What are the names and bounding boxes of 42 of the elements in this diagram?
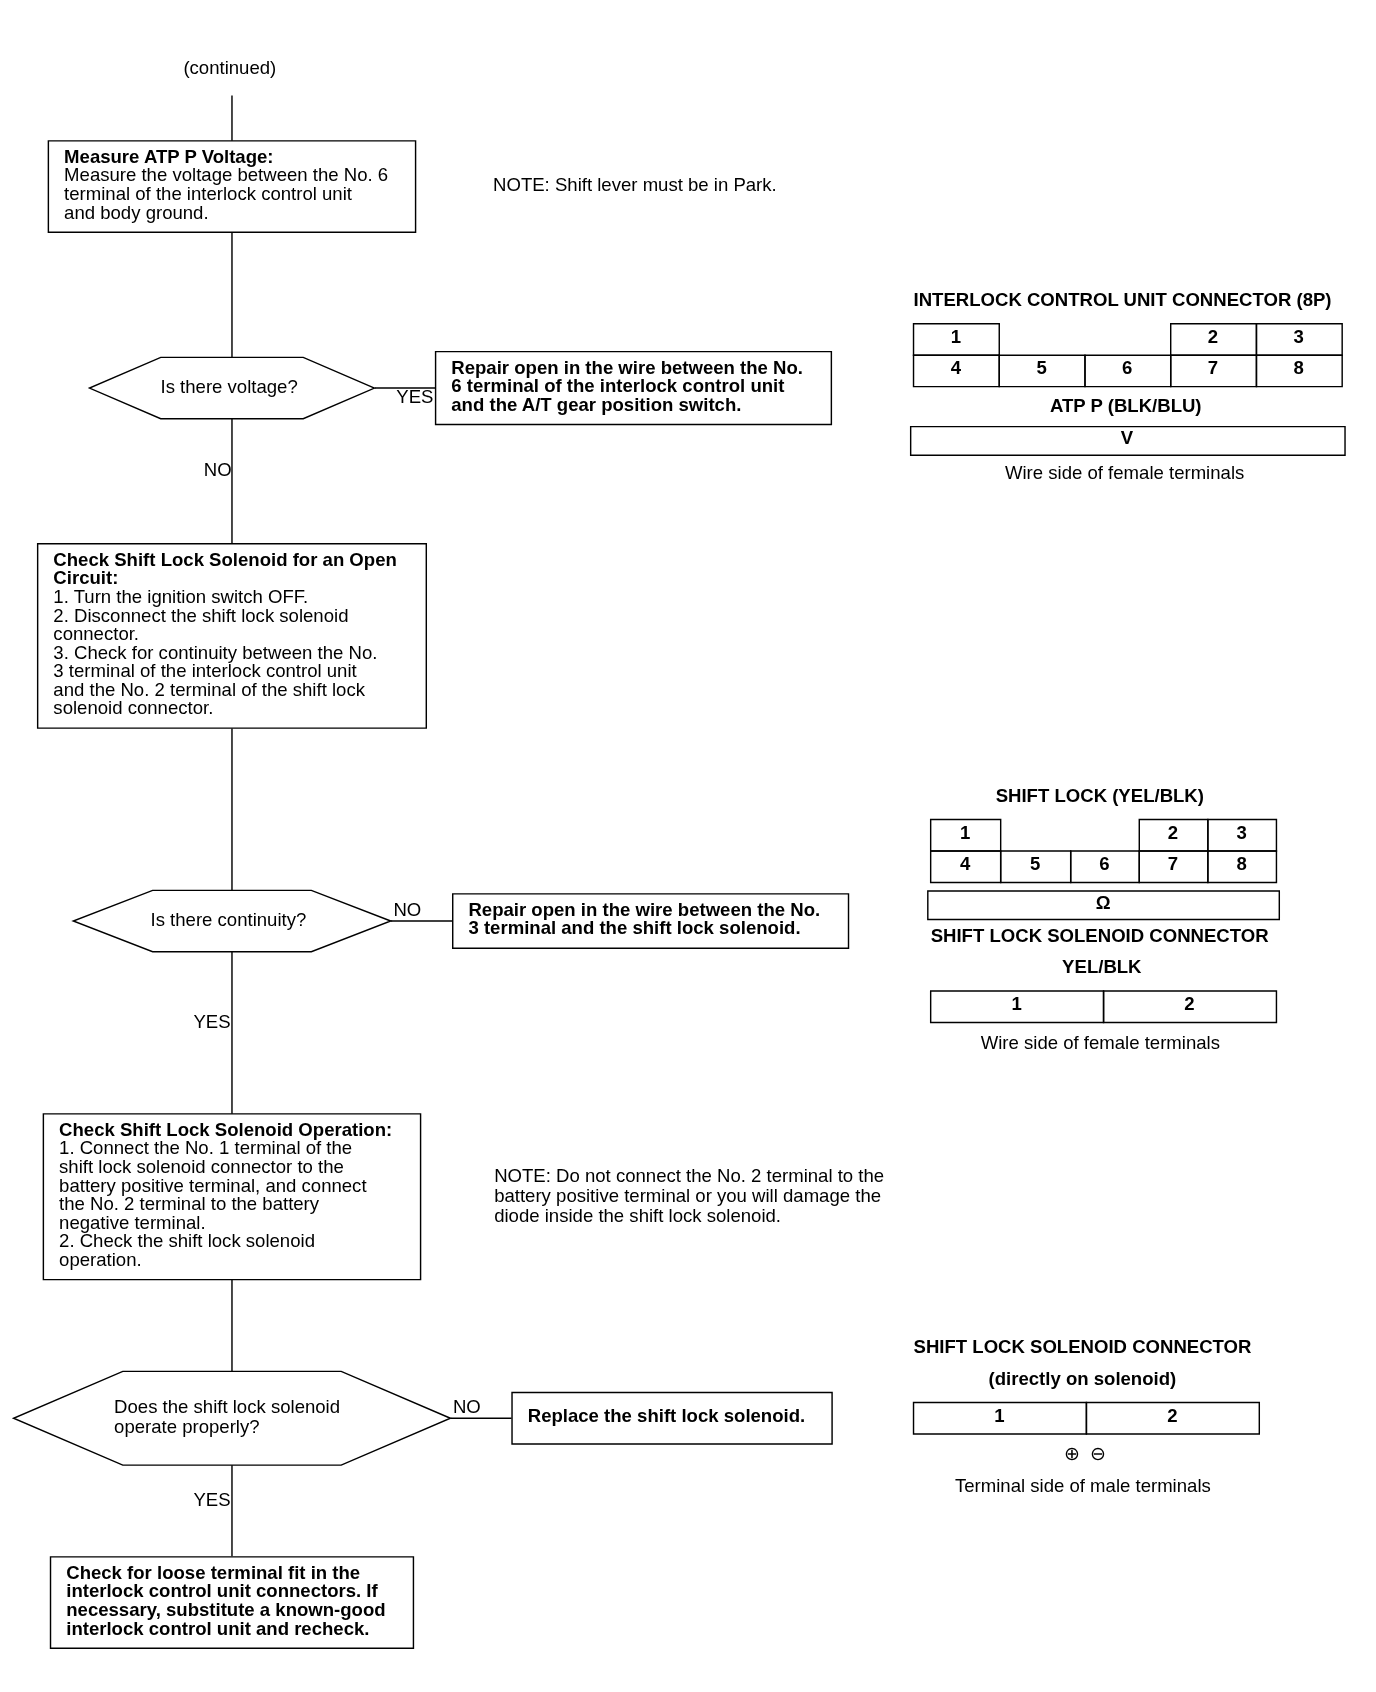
label: V — [1120, 427, 1134, 449]
node-text: (continued) — [183, 57, 277, 79]
label: NOTE: Do not connect the No. 2 terminal to the battery positive terminal or you will damage the diode inside the shift lock solenoid. — [494, 1164, 885, 1226]
label: Ω — [1095, 891, 1111, 913]
edge-label: YES — [193, 1010, 231, 1032]
label: INTERLOCK CONTROL UNIT CONNECTOR (8P) — [913, 288, 1332, 310]
label: ATP P (BLK/BLU) — [1049, 394, 1202, 416]
label: 3 — [1293, 325, 1304, 347]
label: Terminal side of male terminals — [954, 1474, 1211, 1496]
label: 1 — [994, 1404, 1005, 1426]
label: 3 — [1236, 821, 1247, 843]
label: YEL/BLK — [1062, 956, 1142, 978]
label: 5 — [1036, 357, 1047, 379]
label: 4 — [959, 853, 971, 875]
label: 7 — [1207, 357, 1219, 379]
label: 1 — [950, 325, 961, 347]
label: ⊕ ⊖ — [1063, 1443, 1106, 1465]
edge-label: YES — [396, 385, 434, 407]
edge-label: NO — [203, 458, 232, 480]
label: 8 — [1293, 357, 1304, 379]
label: 7 — [1167, 853, 1179, 875]
label: SHIFT LOCK SOLENOID CONNECTOR — [930, 924, 1269, 946]
label: Wire side of female terminals — [980, 1031, 1221, 1053]
label: 6 — [1099, 853, 1110, 875]
label: 6 — [1122, 357, 1133, 379]
label: 2 — [1167, 1404, 1178, 1426]
label: 8 — [1236, 853, 1247, 875]
label: (directly on solenoid) — [988, 1367, 1177, 1389]
label: SHIFT LOCK (YEL/BLK) — [995, 784, 1204, 806]
label: 2 — [1184, 993, 1195, 1015]
label: 2 — [1167, 821, 1179, 843]
edge-label: YES — [193, 1488, 231, 1510]
label: 1 — [1011, 993, 1022, 1015]
edge-label: NO — [393, 898, 422, 920]
label: 4 — [950, 357, 961, 379]
label: Wire side of female terminals — [1004, 461, 1245, 483]
label: 5 — [1029, 853, 1041, 875]
label: 2 — [1207, 325, 1219, 347]
label: 1 — [959, 821, 971, 843]
label: SHIFT LOCK SOLENOID CONNECTOR — [913, 1336, 1252, 1358]
label: NOTE: Shift lever must be in Park. — [493, 174, 777, 196]
edge-label: NO — [452, 1396, 481, 1418]
